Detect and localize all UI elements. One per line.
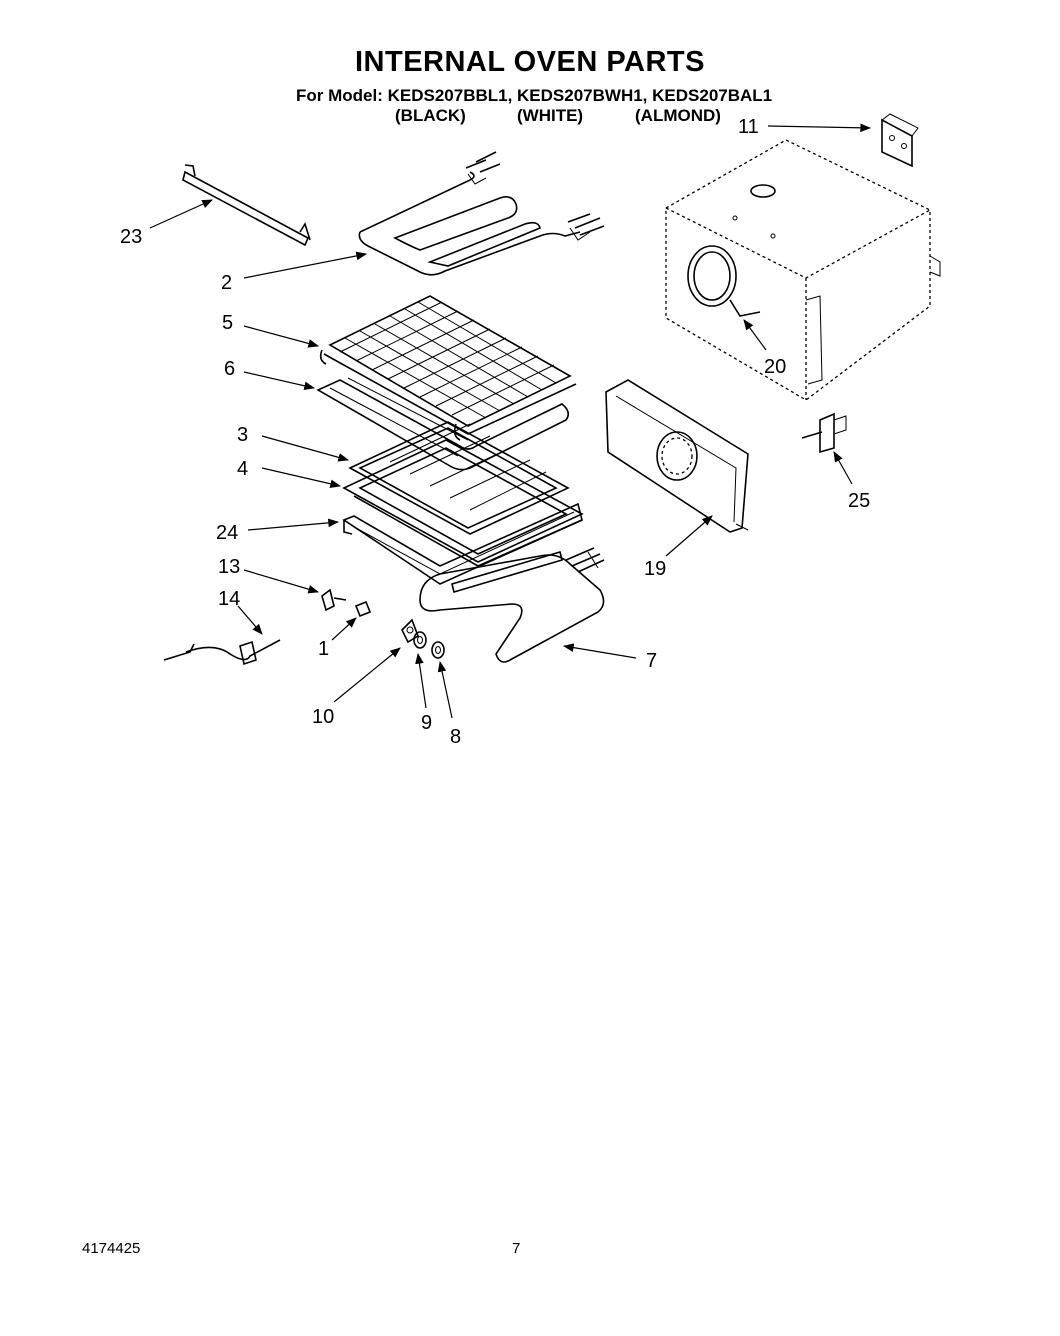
part-19-rear-panel — [605, 379, 749, 533]
callout-6: 6 — [224, 358, 236, 380]
callout-5: 5 — [222, 312, 234, 334]
callout-23: 23 — [120, 226, 143, 248]
callout-3: 3 — [237, 424, 249, 446]
part-5-oven-rack — [319, 295, 577, 441]
model-list: For Model: KEDS207BBL1, KEDS207BWH1, KED… — [296, 86, 773, 105]
part-9-washer — [413, 631, 427, 649]
callout-1: 1 — [318, 638, 330, 660]
callout-11: 11 — [738, 116, 759, 138]
callout-14: 14 — [218, 588, 241, 610]
callout-24: 24 — [216, 522, 239, 544]
part-11-bracket — [881, 113, 919, 168]
callout-8: 8 — [450, 726, 462, 748]
callout-7: 7 — [646, 650, 658, 672]
part-25-switch — [801, 412, 847, 454]
callout-leaders — [149, 123, 872, 719]
callout-19: 19 — [644, 558, 667, 580]
callout-9: 9 — [421, 712, 433, 734]
callout-20: 20 — [764, 356, 787, 378]
page-number: 7 — [512, 1240, 521, 1257]
part-10-bracket — [401, 618, 419, 644]
callout-2: 2 — [221, 272, 233, 294]
callout-10: 10 — [312, 706, 335, 728]
callout-25: 25 — [848, 490, 871, 512]
color-white: (WHITE) — [517, 106, 584, 125]
part-2-broil-element — [358, 151, 605, 276]
color-black: (BLACK) — [395, 106, 466, 125]
part-1-cap — [354, 600, 372, 618]
color-almond: (ALMOND) — [635, 106, 721, 125]
part-20-oven-cavity — [665, 139, 941, 401]
part-23-bracket — [182, 164, 311, 247]
part-3-broiler-grid — [348, 421, 570, 535]
part-14-sensor — [163, 639, 281, 666]
part-13-bracket — [321, 588, 347, 612]
part-8-nut — [431, 641, 445, 659]
part-24-oven-bottom — [342, 502, 583, 585]
callout-13: 13 — [218, 556, 241, 578]
page-title: INTERNAL OVEN PARTS — [354, 46, 705, 78]
callout-4: 4 — [237, 458, 249, 480]
part-7-bake-element — [419, 547, 605, 663]
document-number: 4174425 — [82, 1240, 141, 1257]
